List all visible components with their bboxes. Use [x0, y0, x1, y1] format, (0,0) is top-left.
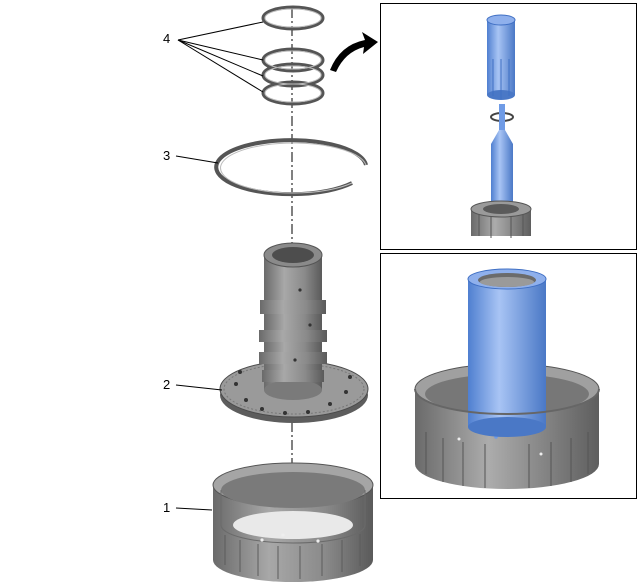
detail-inset-tool-in-drum [380, 253, 637, 499]
seal-ring [261, 62, 325, 88]
part-3-snap-ring [214, 138, 368, 197]
seal-ring [261, 80, 325, 106]
part-1-drum [212, 462, 374, 582]
curved-arrow [330, 32, 378, 72]
drum [414, 363, 600, 489]
part-4-seal-rings [261, 5, 325, 106]
callout-2: 2 [163, 377, 171, 392]
installer-sleeve [467, 268, 547, 437]
leader-line-2 [175, 384, 223, 391]
seal-ring [261, 5, 325, 31]
leader-lines-4 [177, 21, 264, 93]
detail-inset-tool-installation [380, 3, 637, 250]
leader-line-1 [175, 507, 213, 511]
leader-line-3 [175, 155, 219, 164]
callout-3: 3 [163, 148, 171, 163]
installer-sleeve [486, 14, 516, 100]
callout-1: 1 [163, 500, 171, 515]
callout-4: 4 [163, 31, 171, 46]
part-2-hub [219, 242, 369, 423]
installer-pilot [491, 104, 513, 204]
hub-top [470, 200, 532, 238]
